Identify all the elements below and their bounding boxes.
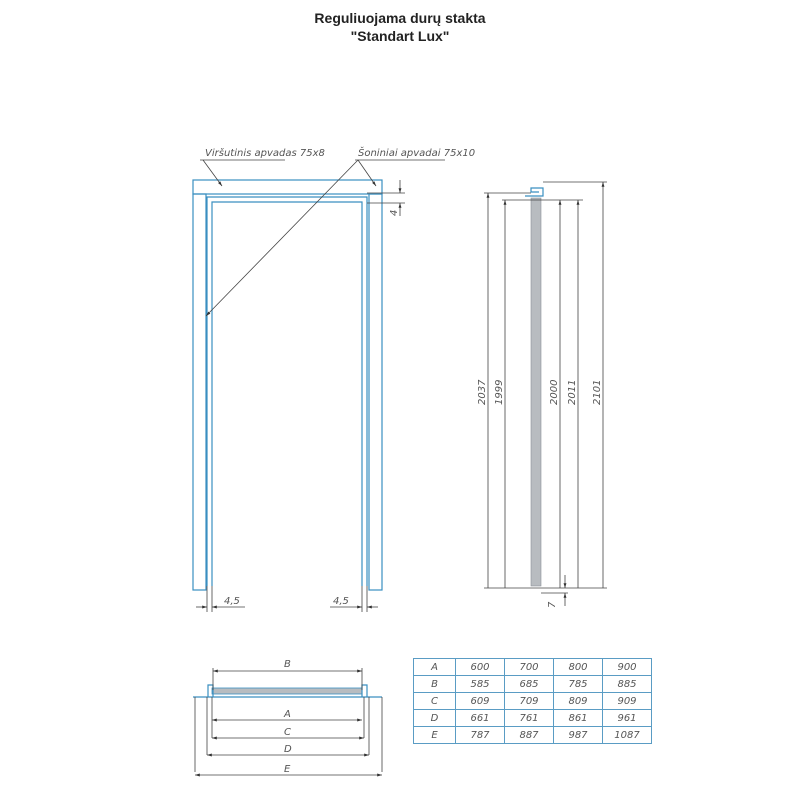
- top-gap-dim: 4: [389, 210, 400, 216]
- drawing-title: Reguliuojama durų stakta: [314, 10, 486, 26]
- front-view: Viršutinis apvadas 75x8 Šoniniai apvadai…: [192, 146, 475, 612]
- section-label-a: A: [283, 709, 291, 720]
- dim-2000: 2000: [549, 380, 560, 405]
- value-cell: 987: [553, 726, 603, 744]
- row-label-cell: E: [413, 726, 456, 744]
- left-gap-dim: 4,5: [224, 596, 240, 607]
- value-cell: 900: [602, 658, 652, 676]
- value-cell: 709: [504, 692, 554, 710]
- dim-1999: 1999: [494, 380, 505, 405]
- value-cell: 661: [455, 709, 505, 727]
- section-label-d: D: [284, 744, 292, 755]
- top-architrave: [192, 179, 383, 195]
- value-cell: 685: [504, 675, 554, 693]
- value-cell: 609: [455, 692, 505, 710]
- value-cell: 800: [553, 658, 603, 676]
- row-label-cell: D: [413, 709, 456, 727]
- frame-section: [207, 684, 368, 697]
- value-cell: 909: [602, 692, 652, 710]
- right-gap-dim: 4,5: [333, 596, 349, 607]
- drawing-subtitle: "Standart Lux": [350, 28, 450, 44]
- dim-2037: 2037: [477, 379, 488, 405]
- value-cell: 885: [602, 675, 652, 693]
- door-section: [211, 687, 363, 695]
- value-cell: 785: [553, 675, 603, 693]
- value-cell: 861: [553, 709, 603, 727]
- value-cell: 961: [602, 709, 652, 727]
- dim-2011: 2011: [567, 380, 578, 405]
- value-cell: 809: [553, 692, 603, 710]
- bottom-gap-dim: 7: [547, 601, 558, 608]
- dim-2101: 2101: [592, 380, 603, 405]
- side-view: 2037 1999 2000 2011 2101 7: [477, 181, 607, 608]
- right-casing: [368, 193, 383, 591]
- door-opening: [211, 201, 363, 586]
- value-cell: 600: [455, 658, 505, 676]
- frame-profile: [525, 187, 544, 197]
- value-cell: 700: [504, 658, 554, 676]
- row-label-cell: C: [413, 692, 456, 710]
- door-leaf-profile: [530, 197, 542, 587]
- top-architrave-label: Viršutinis apvadas 75x8: [205, 147, 325, 159]
- door-frame: [206, 196, 368, 586]
- left-casing: [192, 193, 207, 591]
- value-cell: 761: [504, 709, 554, 727]
- section-view: B A C D E: [193, 659, 383, 777]
- value-cell: 585: [455, 675, 505, 693]
- side-casings-label: Šoniniai apvadai 75x10: [358, 146, 475, 159]
- row-label-cell: A: [413, 658, 456, 676]
- section-label-c: C: [284, 727, 291, 738]
- value-cell: 1087: [602, 726, 652, 744]
- section-label-b: B: [284, 659, 291, 670]
- value-cell: 787: [455, 726, 505, 744]
- value-cell: 887: [504, 726, 554, 744]
- section-label-e: E: [284, 764, 291, 775]
- row-label-cell: B: [413, 675, 456, 693]
